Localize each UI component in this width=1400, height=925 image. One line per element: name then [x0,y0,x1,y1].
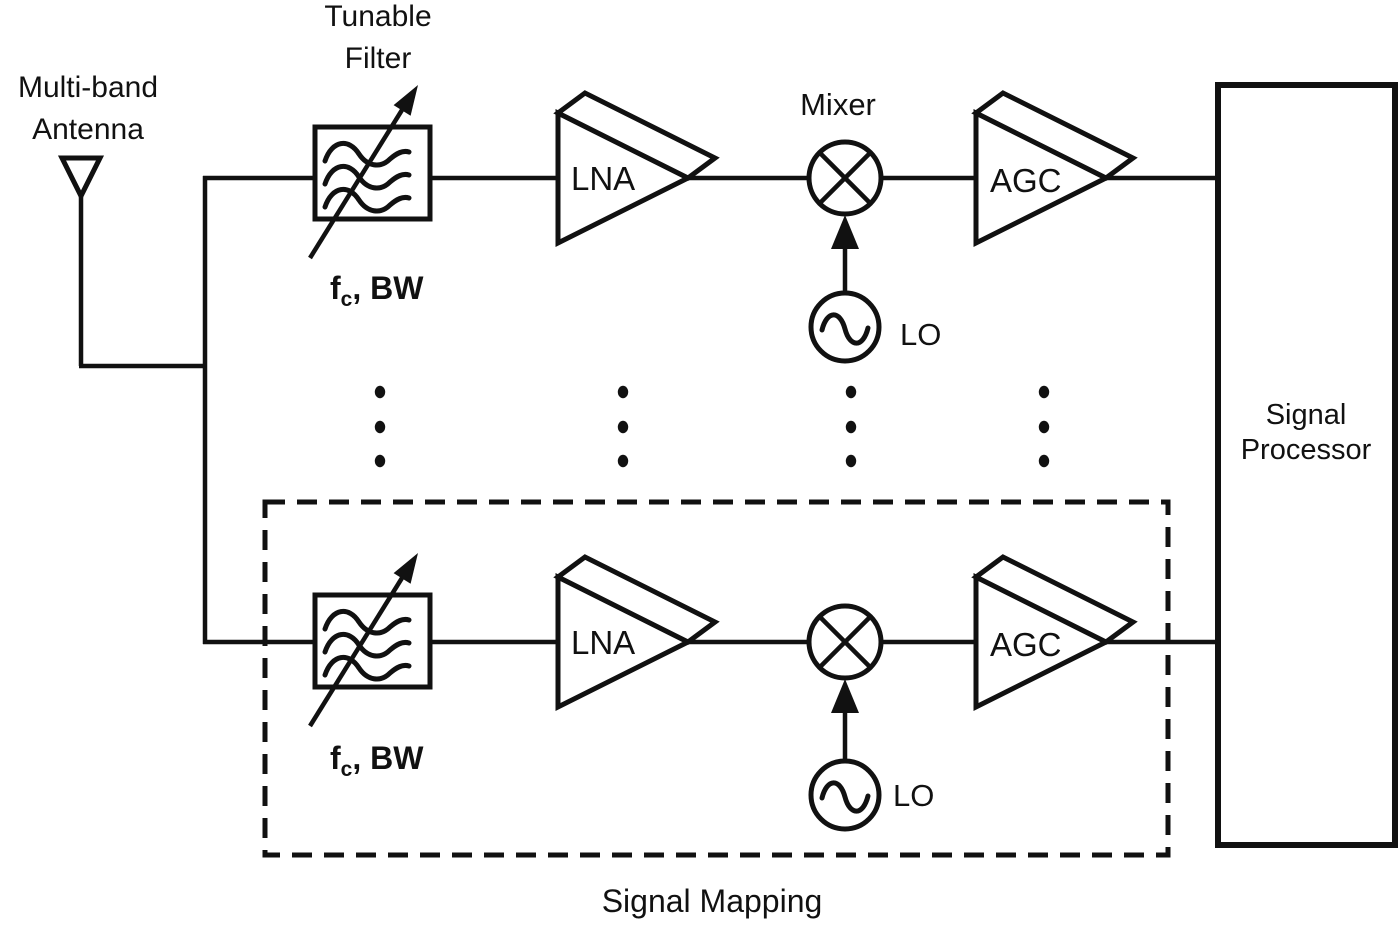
lo-arrow-head [831,215,859,249]
ellipsis-dots [374,385,1050,468]
lna-label: LNA [571,624,635,661]
filter-param-label: fc, BW [330,740,424,781]
antenna-triangle [57,155,105,202]
lo-arrow-head [831,679,859,713]
lo-icon [811,293,879,361]
mixer-icon [809,606,881,678]
antenna-label-line1: Multi-band [18,71,158,104]
signal-processor-label-line1: Signal [1266,399,1347,431]
signal-processor-label-line2: Processor [1241,434,1372,466]
signal-processor-box [1215,82,1398,848]
filter-param-label: fc, BW [330,270,424,311]
tunable-filter-title-line2: Filter [345,42,412,75]
mixer-title: Mixer [800,87,876,122]
mixer-icon [809,142,881,214]
agc-label: AGC [990,162,1062,199]
lo-label: LO [900,317,941,352]
tunable-filter-title-line1: Tunable [324,0,431,33]
signal-mapping-label: Signal Mapping [602,883,823,919]
lo-icon [811,761,879,829]
wiring [78,175,1218,761]
antenna-label-line2: Antenna [32,113,144,146]
lna-label: LNA [571,160,635,197]
antenna-icon [57,155,105,202]
signal-mapping-dashed-box [262,499,1171,858]
lo-label: LO [893,778,934,813]
agc-label: AGC [990,626,1062,663]
